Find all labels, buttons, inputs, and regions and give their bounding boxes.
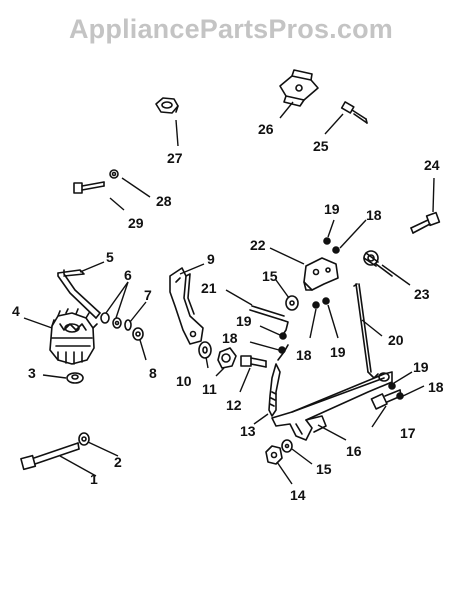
part-10-spacer bbox=[198, 341, 212, 359]
watermark-logo: AppliancePartsPros.com bbox=[68, 14, 393, 44]
part-3-nut bbox=[66, 372, 84, 384]
part-6-washers bbox=[100, 312, 122, 329]
part-7-washer bbox=[124, 319, 132, 331]
callout-4: 4 bbox=[12, 303, 20, 319]
part-18-washer-upper bbox=[332, 246, 340, 254]
callout-19-left: 19 bbox=[236, 313, 252, 329]
part-13-spring-link bbox=[268, 344, 289, 417]
callout-6: 6 bbox=[124, 267, 132, 283]
callout-18-left: 18 bbox=[222, 330, 238, 346]
part-29-bolt bbox=[73, 181, 105, 194]
callout-3: 3 bbox=[28, 365, 36, 381]
part-8-nut bbox=[132, 327, 144, 341]
part-22-plate bbox=[303, 257, 339, 291]
part-15-washer-bottom bbox=[281, 439, 293, 453]
part-15-nut-top bbox=[285, 295, 299, 311]
callout-27: 27 bbox=[167, 150, 183, 166]
part-28-nut bbox=[109, 169, 119, 179]
callout-28: 28 bbox=[156, 193, 172, 209]
part-18-washer-mid bbox=[312, 301, 320, 309]
callout-14: 14 bbox=[290, 487, 306, 503]
part-18-washer-left bbox=[278, 346, 286, 354]
callout-2: 2 bbox=[114, 454, 122, 470]
callout-15-bottom: 15 bbox=[316, 461, 332, 477]
part-9-bracket bbox=[169, 267, 204, 345]
callout-24: 24 bbox=[424, 157, 440, 173]
callout-11: 11 bbox=[202, 381, 217, 397]
callout-22: 22 bbox=[250, 237, 266, 253]
callout-8: 8 bbox=[149, 365, 157, 381]
callout-19-right: 19 bbox=[413, 359, 429, 375]
part-18-washer-right bbox=[396, 392, 404, 400]
part-12-bolt bbox=[240, 355, 267, 368]
part-19-nut-left bbox=[279, 332, 287, 340]
part-4-gear bbox=[49, 308, 98, 365]
part-23-spring bbox=[363, 250, 393, 277]
callout-7: 7 bbox=[144, 287, 152, 303]
part-17-bolt bbox=[370, 389, 402, 410]
callout-5: 5 bbox=[106, 249, 114, 265]
part-26-bracket bbox=[279, 69, 319, 107]
part-5-shaft bbox=[57, 269, 101, 319]
callout-1: 1 bbox=[90, 471, 98, 487]
part-14-nut bbox=[265, 445, 283, 465]
part-19-nut-right bbox=[388, 382, 396, 390]
part-16-lever bbox=[271, 371, 393, 441]
part-24-bolt bbox=[410, 211, 441, 234]
callout-25: 25 bbox=[313, 138, 329, 154]
callout-20: 20 bbox=[388, 332, 404, 348]
callout-10: 10 bbox=[176, 373, 192, 389]
callout-18-right: 18 bbox=[428, 379, 444, 395]
leader-lines bbox=[23, 101, 435, 485]
part-2-nut bbox=[78, 432, 90, 446]
callout-21: 21 bbox=[201, 280, 217, 296]
callout-19-upper: 19 bbox=[324, 201, 340, 217]
callout-15-top: 15 bbox=[262, 268, 278, 284]
part-19-nut-mid bbox=[322, 297, 330, 305]
part-19-nut-upper bbox=[323, 237, 331, 245]
callout-13: 13 bbox=[240, 423, 256, 439]
callout-29: 29 bbox=[128, 215, 144, 231]
callout-16: 16 bbox=[346, 443, 362, 459]
part-20-rod bbox=[353, 283, 379, 379]
callout-18-upper: 18 bbox=[366, 207, 382, 223]
callout-17: 17 bbox=[400, 425, 416, 441]
callout-labels: 27 26 25 28 29 24 5 6 7 4 8 3 9 10 11 12… bbox=[12, 121, 444, 503]
part-21-rod bbox=[249, 305, 289, 337]
part-27-nut bbox=[155, 97, 179, 114]
callout-26: 26 bbox=[258, 121, 274, 137]
callout-9: 9 bbox=[207, 251, 215, 267]
callout-19-mid: 19 bbox=[330, 344, 346, 360]
callout-23: 23 bbox=[414, 286, 430, 302]
callout-18-mid: 18 bbox=[296, 347, 312, 363]
part-1-bolt bbox=[20, 442, 80, 471]
callout-12: 12 bbox=[226, 397, 242, 413]
part-11-bushing bbox=[217, 347, 237, 369]
part-25-screw bbox=[340, 101, 368, 124]
